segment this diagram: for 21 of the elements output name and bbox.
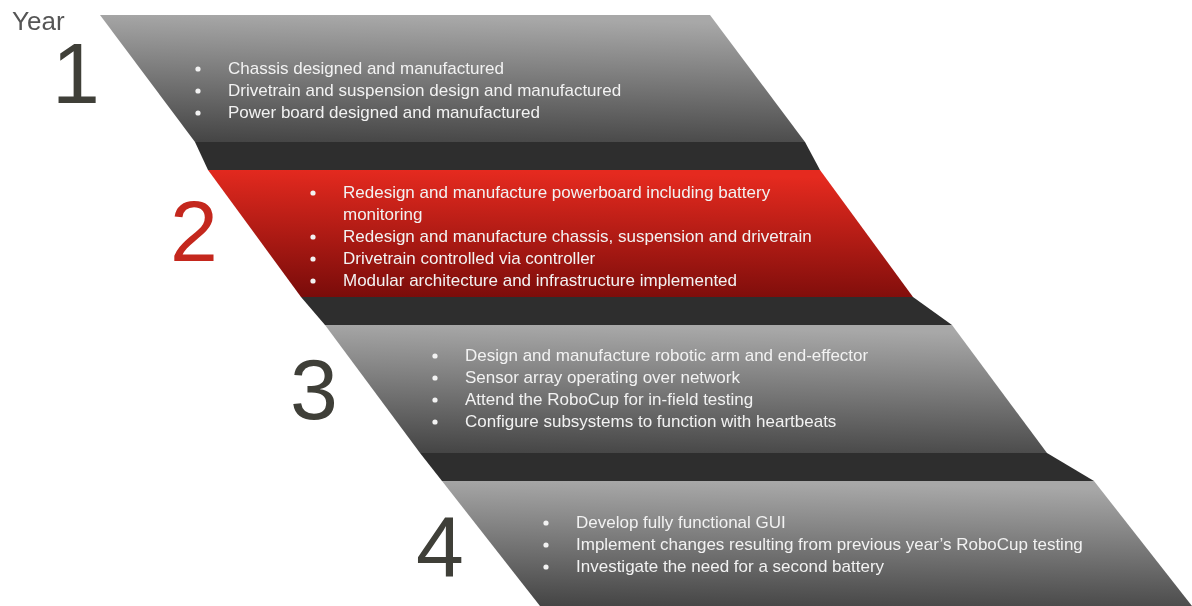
bullet-text: Attend the RoboCup for in-field testing [465,389,754,411]
bullet-text: Implement changes resulting from previous year’s RoboCup testing [576,534,1083,556]
bullet-text: Modular architecture and infrastructure implemented [343,270,738,292]
bullet-text: Drivetrain and suspension design and manufactured [228,80,622,102]
bullet-text: Sensor array operating over network [465,367,740,389]
bullet-text: Redesign and manufacture powerboard including battery monitoring [343,182,772,226]
ribbon-fold [420,453,1094,481]
bullet-text: Develop fully functional GUI [576,512,786,534]
bullet-text: Power board designed and manufactured [228,102,540,124]
year-number: 2 [170,188,218,274]
year-number: 4 [416,503,464,589]
ribbon-fold [195,142,820,170]
year-banner [100,15,805,142]
bullet-text: Design and manufacture robotic arm and end-effector [465,345,869,367]
bullet-text: Redesign and manufacture chassis, suspension and drivetrain [343,226,812,248]
year-number: 3 [290,346,338,432]
bullet-text: Chassis designed and manufactured [228,58,504,80]
bullet-text: Drivetrain controlled via controller [343,248,596,270]
bullet-text: Configure subsystems to function with heartbeats [465,411,837,433]
bullet-text: Investigate the need for a second battery [576,556,885,578]
ribbon-fold [301,297,952,325]
